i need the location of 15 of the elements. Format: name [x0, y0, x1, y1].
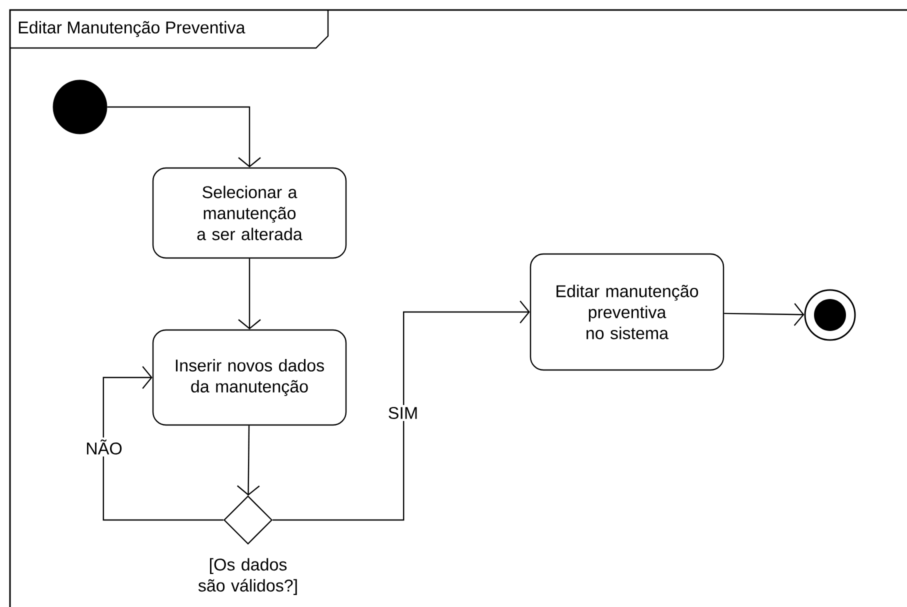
- edge-label: NÃO: [84, 437, 124, 457]
- end-node: [804, 289, 856, 341]
- activity-box: Inserir novos dados da manutenção: [152, 329, 347, 426]
- activity-box: Selecionar a manutenção a ser alterada: [152, 167, 347, 259]
- activity-box: Editar manutenção preventiva no sistema: [530, 253, 724, 371]
- edge-label: SIM: [386, 404, 420, 422]
- frame-title-tab: Editar Manutenção Preventiva: [10, 10, 329, 49]
- start-node: [52, 80, 108, 134]
- guard-label: [Os dados são válidos?]: [198, 558, 297, 595]
- arrow: [724, 303, 804, 326]
- arrow: [107, 106, 261, 168]
- arrow: [272, 300, 530, 521]
- arrow: [236, 426, 260, 496]
- arrow: [102, 366, 224, 521]
- arrow: [238, 258, 261, 330]
